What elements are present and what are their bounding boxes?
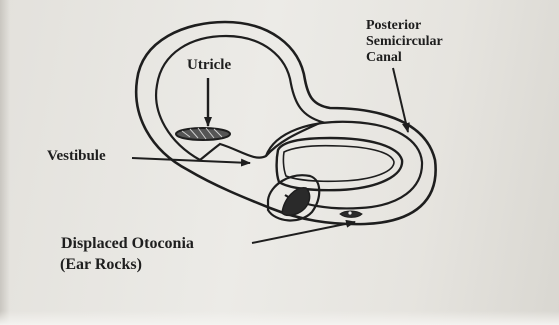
vestibule-arrow [132,158,250,163]
utricle-label: Utricle [187,57,231,74]
posterior-canal-label-line3: Canal [366,50,402,66]
otoconia-arrow [252,222,355,243]
otoconia-particle [348,211,351,214]
otoconia-label-line1: Displaced Otoconia [61,235,194,253]
vestibule-label: Vestibule [47,148,106,165]
posterior-canal-label-line2: Semicircular [366,34,443,50]
posterior-canal-arrow [393,68,408,132]
posterior-canal-label-line1: Posterior [366,18,421,34]
otoconia-label-line2: (Ear Rocks) [60,256,142,274]
utricle-macula [176,128,230,140]
cupula-dark [282,188,310,216]
